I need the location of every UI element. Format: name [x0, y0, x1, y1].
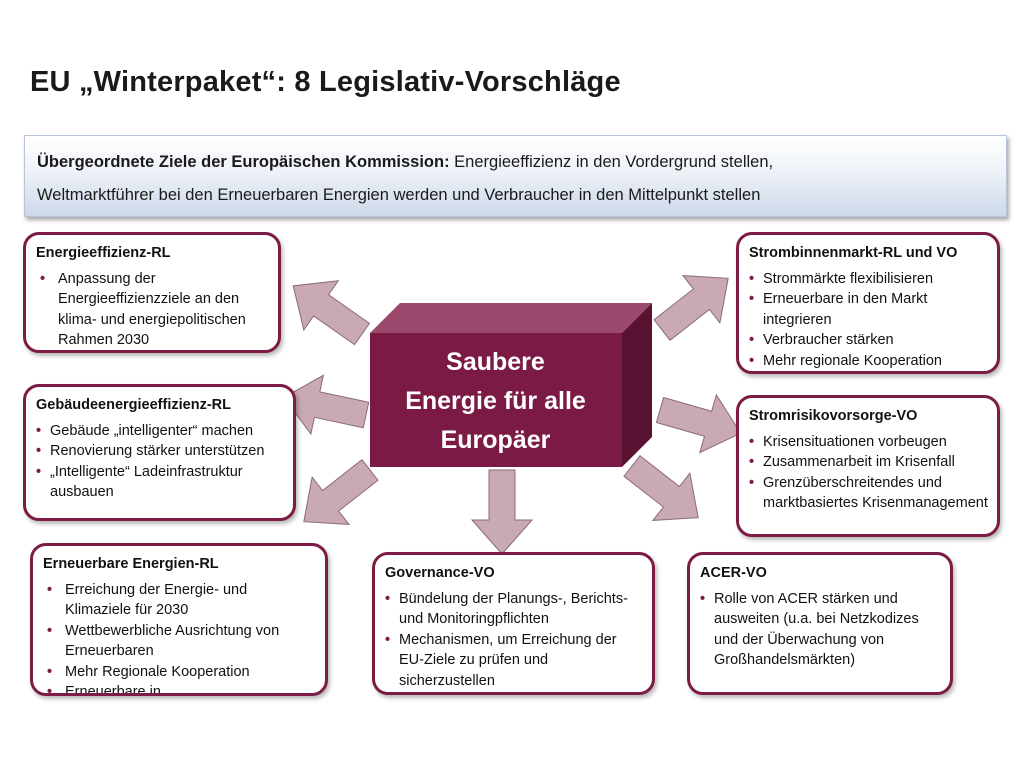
arrow-to-strombinnenmarkt	[643, 254, 748, 355]
list-item: „Intelligente“ Ladeinfrastruktur ausbaue…	[36, 462, 284, 503]
center-cube	[370, 303, 652, 467]
bullet-list: Anpassung der Energieeffizienzziele an d…	[36, 269, 269, 351]
goal-banner-text-line1: Energieeffizienz in den Vordergrund stel…	[449, 153, 774, 171]
box-acer: ACER-VO Rolle von ACER stärken und auswe…	[687, 552, 953, 695]
bullet-list: Strommärkte flexibilisieren Erneuerbare …	[749, 269, 988, 372]
list-item: Gebäude „intelligenter“ machen	[36, 421, 284, 442]
list-item: Bündelung der Planungs-, Berichts- und M…	[385, 589, 643, 630]
box-governance: Governance-VO Bündelung der Planungs-, B…	[372, 552, 655, 695]
goal-banner-text-line2: Weltmarktführer bei den Erneuerbaren Ene…	[37, 186, 761, 204]
bullet-list: Erreichung der Energie- und Klimaziele f…	[43, 580, 316, 694]
box-title: Gebäudeenergieeffizienz-RL	[36, 397, 231, 413]
bullet-list: Bündelung der Planungs-, Berichts- und M…	[385, 589, 643, 692]
arrow-to-stromrisiko	[651, 380, 750, 463]
bullet-list: Gebäude „intelligenter“ machen Renovieru…	[36, 421, 284, 503]
bullet-list: Rolle von ACER stärken und ausweiten (u.…	[700, 589, 941, 671]
box-title: ACER-VO	[700, 565, 767, 581]
box-title: Stromrisikovorsorge-VO	[749, 408, 918, 424]
box-title: Strombinnenmarkt-RL und VO	[749, 245, 958, 261]
box-erneuerbare-energien: Erneuerbare Energien-RL Erreichung der E…	[30, 543, 328, 696]
list-item: Erneuerbare in den Markt integrieren	[749, 289, 988, 330]
box-title: Erneuerbare Energien-RL	[43, 556, 219, 572]
list-item: Rolle von ACER stärken und ausweiten (u.…	[700, 589, 941, 671]
list-item: Renovierung stärker unterstützen	[36, 441, 284, 462]
list-item: Erreichung der Energie- und Klimaziele f…	[43, 580, 316, 621]
slide-title: EU „Winterpaket“: 8 Legislativ-Vorschläg…	[30, 66, 621, 98]
box-title: Governance-VO	[385, 565, 495, 581]
goal-banner: Übergeordnete Ziele der Europäischen Kom…	[24, 135, 1007, 217]
list-item: Mechanismen, um Erreichung der EU-Ziele …	[385, 630, 643, 692]
box-energieeffizienz: Energieeffizienz-RL Anpassung der Energi…	[23, 232, 281, 353]
bullet-list: Krisensituationen vorbeugen Zusammenarbe…	[749, 432, 988, 514]
goal-banner-label: Übergeordnete Ziele der Europäischen Kom…	[37, 153, 450, 171]
center-label-line1: Saubere	[446, 348, 545, 376]
list-item: Verbraucher stärken	[749, 330, 988, 351]
arrow-to-energieeffizienz	[275, 260, 380, 360]
center-label-line2: Energie für alle	[405, 387, 586, 415]
list-item: Grenzüberschreitendes und marktbasiertes…	[749, 473, 988, 514]
center-label: Saubere Energie für alle Europäer	[373, 343, 618, 460]
list-item: Wettbewerbliche Ausrichtung von Erneuerb…	[43, 621, 316, 662]
box-gebaeudeenergieeffizienz: Gebäudeenergieeffizienz-RL Gebäude „inte…	[23, 384, 296, 521]
center-label-line3: Europäer	[440, 426, 551, 454]
arrow-to-governance	[471, 469, 533, 555]
box-title: Energieeffizienz-RL	[36, 245, 171, 261]
box-strombinnenmarkt: Strombinnenmarkt-RL und VO Strommärkte f…	[736, 232, 1000, 374]
list-item: Krisensituationen vorbeugen	[749, 432, 988, 453]
list-item: Mehr Regionale Kooperation	[43, 662, 316, 683]
list-item: Erneuerbare in	[43, 682, 316, 693]
list-item: Strommärkte flexibilisieren	[749, 269, 988, 290]
list-item: Zusammenarbeit im Krisenfall	[749, 452, 988, 473]
list-item: Anpassung der Energieeffizienzziele an d…	[36, 269, 269, 351]
box-stromrisikovorsorge: Stromrisikovorsorge-VO Krisensituationen…	[736, 395, 1000, 537]
list-item: Mehr regionale Kooperation	[749, 351, 988, 372]
